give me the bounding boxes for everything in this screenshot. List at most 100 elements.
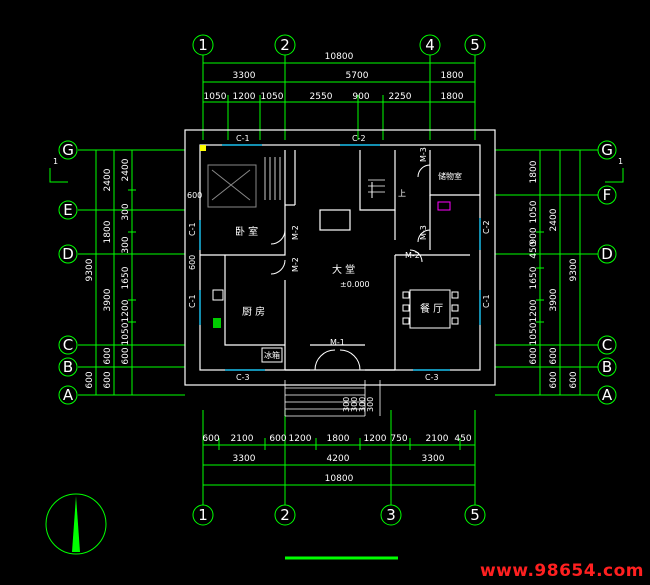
axis-label: F [603,186,612,204]
stairs [264,157,385,417]
stair-dim: 300 [342,397,351,412]
dim-text: 1800 [327,434,350,444]
dim-text: 9300 [85,258,95,281]
dim-text: 600 [121,347,131,364]
dim-text: 300 [121,203,131,220]
room-label-hall: 大 堂 [332,263,355,276]
axis-label: 5 [470,506,480,524]
door-tag: M-2 [291,257,300,272]
dimension-lines [49,55,624,505]
room-labels: 卧 室 大 堂 ±0.000 厨 房 餐 厅 储物室 冰箱 [235,171,462,360]
stair-dim: 300 [350,397,359,412]
door-tag: M-3 [419,147,428,162]
dim-text: 450 [529,241,539,258]
dim-text: 1200 [233,92,256,102]
doors [270,164,431,371]
axis-label: 5 [470,36,480,54]
dim-text: 600 [202,434,219,444]
dim-text: 2250 [389,92,412,102]
dim-text: 1050 [204,92,227,102]
dim-text: 1800 [103,220,113,243]
right-axis-bubbles: G F D C B A [597,140,617,405]
dim-text: 1200 [364,434,387,444]
dim-text: 1800 [529,160,539,183]
dim-text: 600 [549,347,559,364]
axis-bubble [58,335,78,355]
dim-text: 2100 [231,434,254,444]
corner-marker [200,145,206,151]
stair-up-mark: 上 [398,189,406,198]
axis-label: D [601,245,613,263]
axis-label: G [601,141,613,159]
room-label-kitchen: 厨 房 [242,305,265,318]
toilet-fixture [437,201,451,211]
right-dimension-text: 9300 600 2400 3900 600 600 1800 1050 900… [529,160,579,388]
axis-bubble [58,385,78,405]
dim-text: 600 [103,347,113,364]
dim-text: 1050 [529,200,539,223]
dim-text: 2400 [103,168,113,191]
outer-wall [184,129,496,386]
dim-text: 10800 [325,474,354,484]
section-mark-right: 1 [618,157,623,166]
window-tag: C-1 [188,294,197,308]
axis-label: 2 [280,36,290,54]
window-tag: C-1 [482,294,491,308]
bottom-dimension-text: 600 2100 600 1200 1800 1200 750 2100 450… [202,434,471,484]
window-tag: C-3 [425,373,439,382]
dim-tag: 600 [188,255,197,270]
bottom-axis-bubbles: 1 2 3 5 [192,504,486,526]
dim-text: 1050 [261,92,284,102]
dim-text: 600 [103,371,113,388]
dim-text: 2550 [310,92,333,102]
watermark: www.98654.com [479,561,644,581]
window-tag: C-1 [236,134,250,143]
axis-label: E [63,201,72,219]
axis-label: G [62,141,74,159]
dim-text: 900 [352,92,369,102]
door-tag: M-2 [405,251,420,260]
dim-text: 600 [549,371,559,388]
axis-label: C [602,336,612,354]
axis-label: 1 [198,506,208,524]
dim-text: 1050 [121,322,131,345]
dim-text: 1800 [441,71,464,81]
left-axis-bubbles: G E D C B A [58,140,78,405]
axis-bubble [58,244,78,264]
dim-text: 1650 [121,266,131,289]
dim-text: 1800 [441,92,464,102]
dim-text: 3900 [549,288,559,311]
dim-text: 1050 [529,322,539,345]
axis-label: 4 [425,36,435,54]
axis-label: A [602,386,613,404]
dim-text: 5700 [346,71,369,81]
stove [212,289,224,301]
dim-text: 1200 [121,299,131,322]
dim-text: 600 [269,434,286,444]
axis-bubble [58,200,78,220]
section-mark-left: 1 [53,157,58,166]
room-label-storage: 储物室 [438,171,462,181]
dim-text: 3300 [233,454,256,464]
dim-text: 600 [569,371,579,388]
axis-label: 2 [280,506,290,524]
dim-text: 1650 [529,266,539,289]
dim-text: 2400 [549,208,559,231]
axis-label: B [63,358,73,376]
dim-text: 2100 [426,434,449,444]
axis-label: C [63,336,73,354]
window-tag: C-2 [352,134,366,143]
fridge [261,347,283,363]
fridge-label: 冰箱 [264,350,280,360]
dim-text: 4200 [327,454,350,464]
axis-bubble [58,357,78,377]
room-label-dining: 餐 厅 [420,302,443,315]
room-label-bedroom: 卧 室 [235,225,258,238]
dim-text: 10800 [325,52,354,62]
bed [207,164,257,208]
dim-text: 600 [529,347,539,364]
windows [199,144,481,371]
window-tag: C-2 [482,220,491,234]
furniture [200,145,459,363]
dim-text: 1200 [529,299,539,322]
